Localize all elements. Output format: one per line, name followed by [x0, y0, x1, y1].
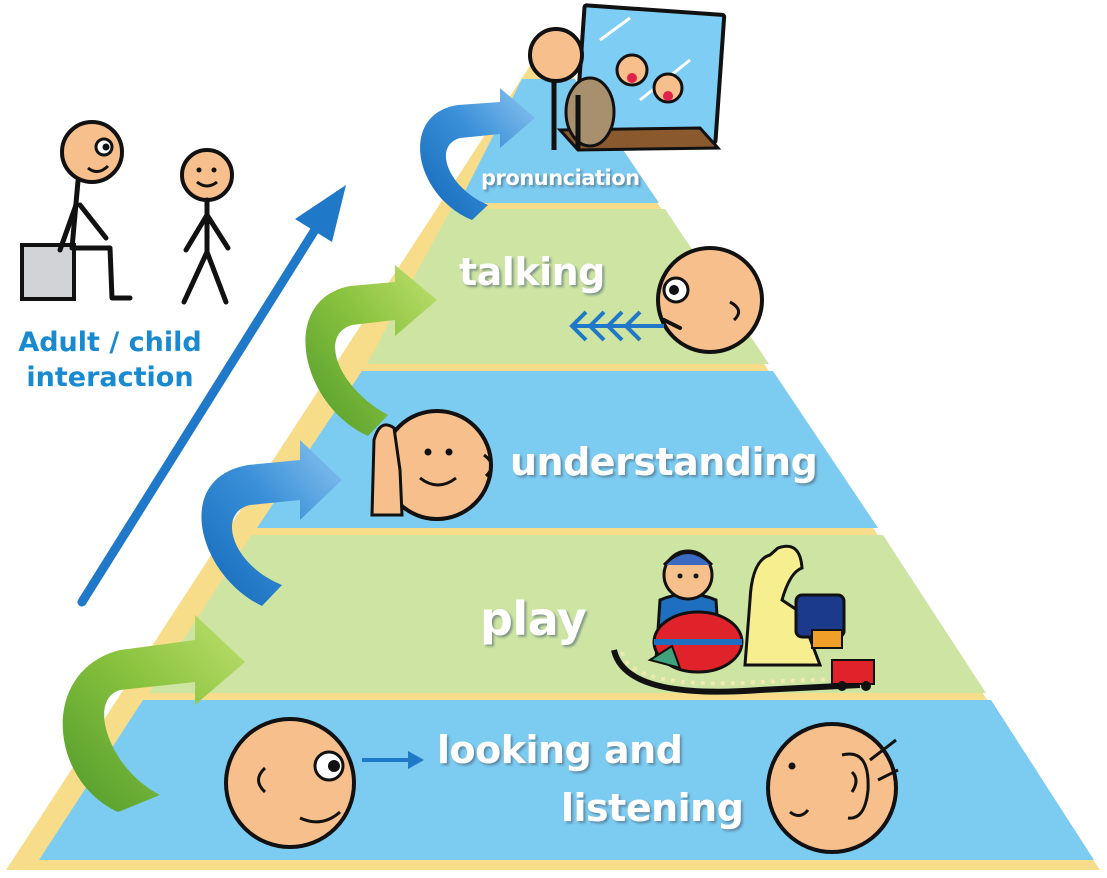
curve-arrow-green-1-icon [62, 615, 246, 812]
progress-arrow-icon [77, 185, 346, 607]
child-at-screen-icon [528, 3, 727, 152]
looking-face-icon [224, 717, 424, 849]
curve-arrow-green-2-icon [305, 265, 437, 436]
talking-face-icon [569, 246, 764, 354]
adult-child-interaction-label: Adult / child interaction [10, 325, 210, 395]
level-label-listening: listening [561, 786, 744, 830]
level-label-understanding: understanding [510, 440, 818, 484]
thinking-face-icon [370, 409, 493, 521]
child-with-toys-icon [611, 544, 875, 695]
level-label-pronunciation: pronunciation [481, 166, 640, 190]
listening-face-icon [766, 722, 899, 854]
curve-arrow-blue-1-icon [201, 440, 342, 606]
side-label-line2: interaction [26, 362, 194, 393]
level-label-looking-and: looking and [437, 728, 683, 772]
band-looking-listening [39, 700, 1094, 860]
level-label-play: play [480, 592, 587, 646]
adult-figure-icon [20, 120, 133, 301]
side-label-line1: Adult / child [18, 327, 202, 358]
curve-arrow-blue-2-icon [420, 88, 535, 220]
level-label-talking: talking [459, 250, 605, 294]
child-figure-icon [180, 148, 234, 305]
